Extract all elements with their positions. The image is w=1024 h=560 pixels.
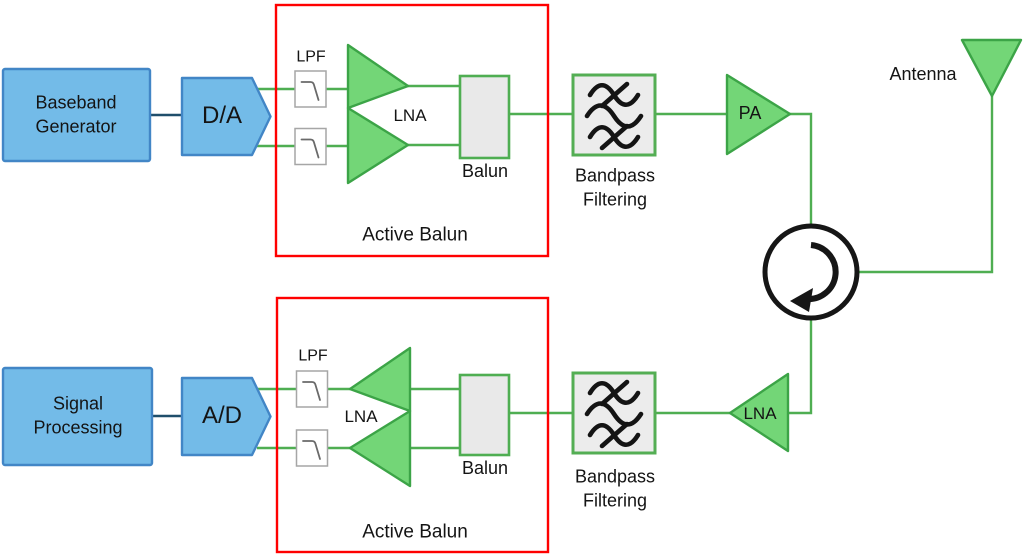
tx-lpf-label: LPF [296,48,326,66]
tx-bandpass-label: Bandpass Filtering [574,165,656,209]
signal-processing-box [1,366,154,467]
rx-lna-triangle-1 [348,346,412,413]
tx-line-pa-to-circulator [787,112,813,227]
rx-lna-triangle [728,372,790,453]
rx-active-balun-outline [275,296,550,554]
rx-lna-label: LNA [743,403,777,423]
rx-active-balun-title: Active Balun [362,521,468,543]
pa-triangle [725,73,792,156]
antenna-label: Antenna [889,64,957,85]
rx-bandpass-label: Bandpass Filtering [574,466,656,510]
antenna-triangle-icon [960,38,1023,98]
adc-pentagon [180,376,272,457]
rx-line-circulator-to-lna [788,317,813,415]
dac-pentagon [180,76,272,157]
tx-lna-triangle-1 [346,43,410,110]
rx-balun-label: Balun [461,458,509,479]
tx-lna-triangle-2 [346,106,410,185]
rx-balun-lna-label: LNA [344,406,378,426]
lowpass-response-icon [294,127,327,166]
line-circulator-to-antenna [857,96,994,274]
rx-lpf-label: LPF [298,347,328,365]
tx-balun-box [458,74,511,160]
rx-balun-box [458,373,511,457]
pa-label: PA [738,103,762,124]
adc-label: A/D [201,402,243,430]
signal-processing-label: Signal Processing [33,393,123,437]
tx-lna-label: LNA [393,105,427,125]
tx-balun-label: Balun [461,161,509,182]
dac-label: D/A [201,102,243,130]
lowpass-response-icon [294,70,327,108]
circulator-arrow-icon [762,223,860,321]
baseband-generator-box [1,67,152,163]
tx-active-balun-title: Active Balun [362,224,468,246]
lowpass-response-icon [295,370,329,408]
baseband-generator-label: Baseband Generator [35,92,117,136]
lowpass-response-icon [295,429,329,467]
tx-active-balun-outline [274,3,550,258]
rx-lna-triangle-2 [348,409,412,488]
